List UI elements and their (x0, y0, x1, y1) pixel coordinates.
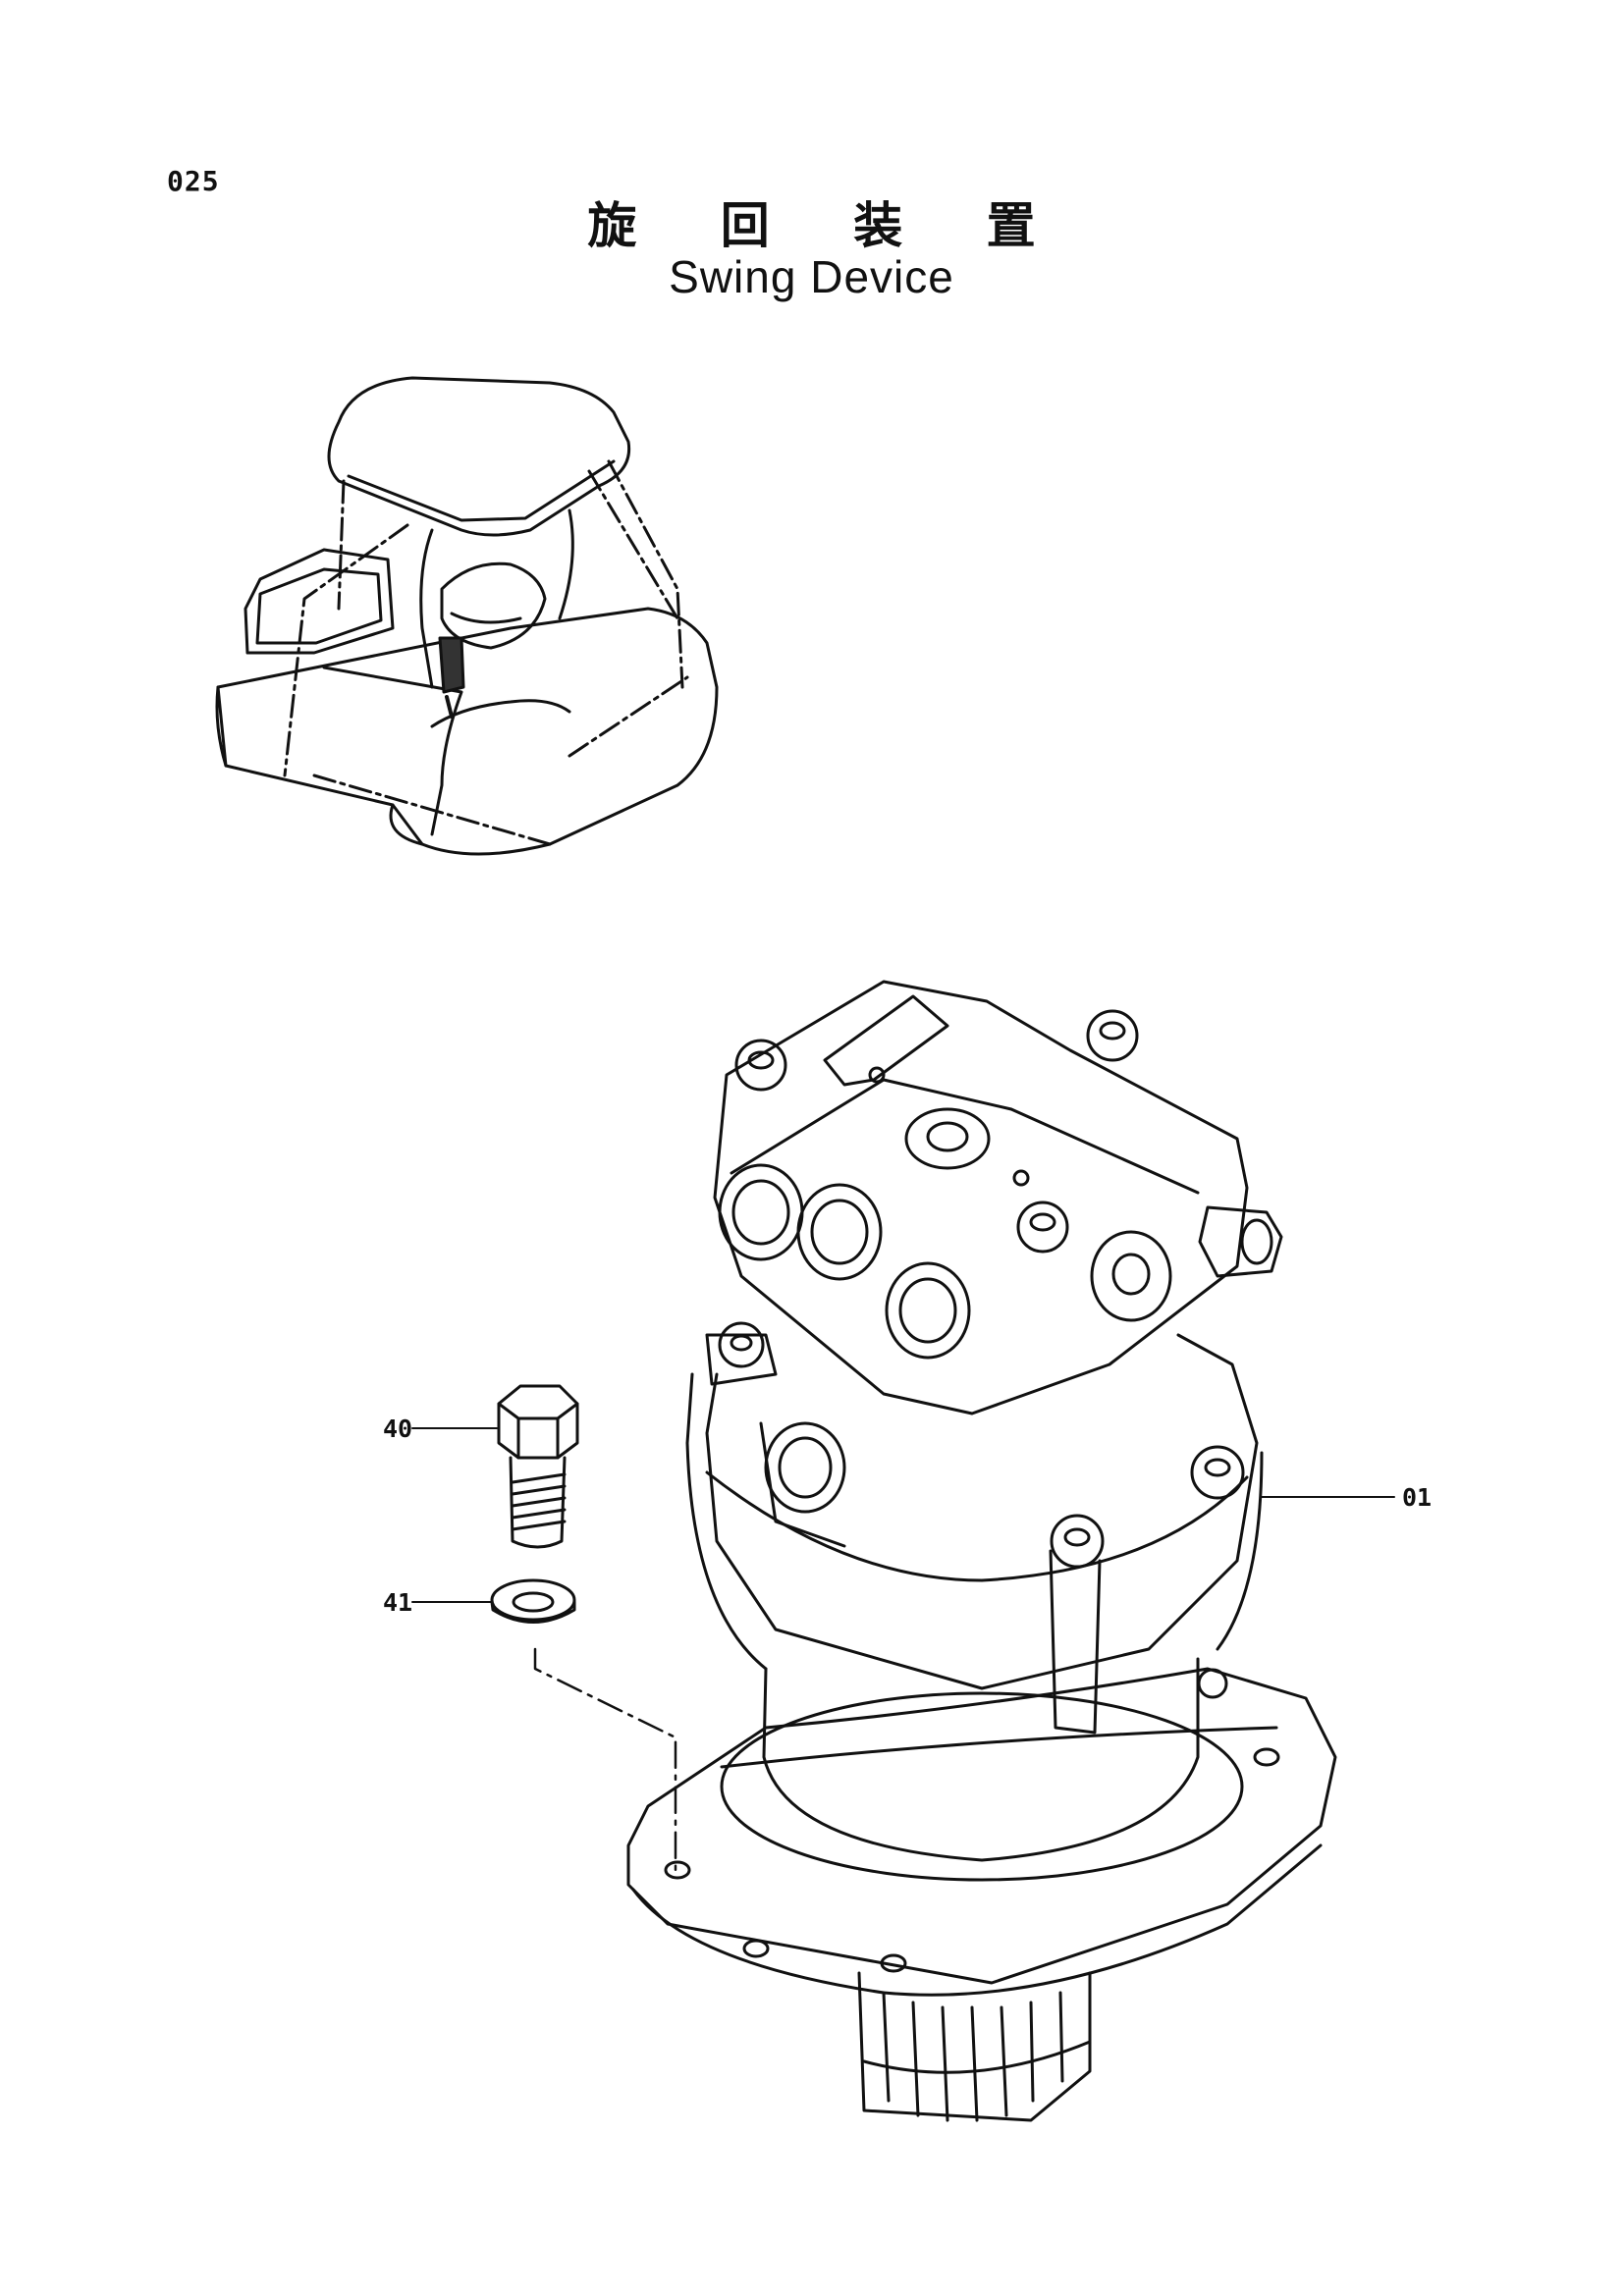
swing-motor-assembly-icon (626, 980, 1337, 2122)
page-number: 025 (167, 165, 220, 197)
callout-40: 40 (383, 1415, 412, 1443)
washer-icon (490, 1578, 576, 1624)
callout-01: 01 (1402, 1483, 1432, 1512)
page-title-english: Swing Device (669, 251, 954, 302)
machine-upper-structure-icon (215, 376, 719, 856)
page-title-japanese: 旋 回 装 置 (587, 197, 1069, 254)
callout-41: 41 (383, 1588, 412, 1617)
hex-bolt-icon (497, 1384, 579, 1549)
